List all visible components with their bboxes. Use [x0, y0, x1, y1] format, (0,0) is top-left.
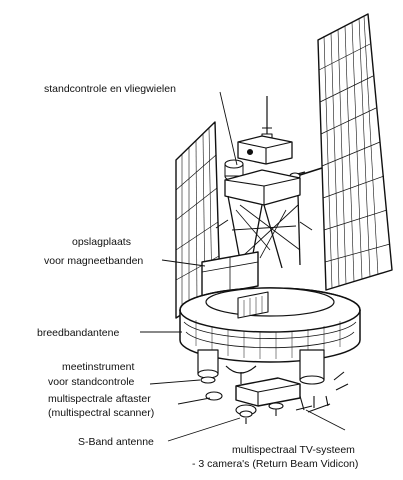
label-multispectral-scanner: (multispectral scanner): [48, 407, 155, 419]
label-voor-standcontrole: voor standcontrole: [48, 376, 135, 388]
label-meetinstrument: meetinstrument: [62, 361, 135, 373]
middle-structure: [215, 169, 313, 271]
label-return-beam-vidicon: - 3 camera's (Return Beam Vidicon): [192, 458, 359, 470]
base-ring: [179, 287, 361, 363]
label-multispectrale-aftaster: multispectrale aftaster: [48, 393, 151, 405]
leader-lines: [140, 91, 346, 442]
tape-storage-box: [201, 251, 259, 297]
label-breedbandantene: breedbandantene: [37, 327, 120, 339]
label-tv-systeem: multispectraal TV-systeem: [232, 444, 355, 456]
label-standcontrole: standcontrole en vliegwielen: [44, 83, 176, 95]
right-solar-panel: [299, 13, 393, 291]
label-sband-antenne: S-Band antenne: [78, 436, 154, 448]
label-magneetbanden: voor magneetbanden: [44, 255, 144, 267]
bottom-instruments: [197, 349, 349, 424]
top-mast: [261, 96, 273, 143]
label-opslagplaats: opslagplaats: [72, 236, 131, 248]
upper-module: [224, 135, 306, 182]
